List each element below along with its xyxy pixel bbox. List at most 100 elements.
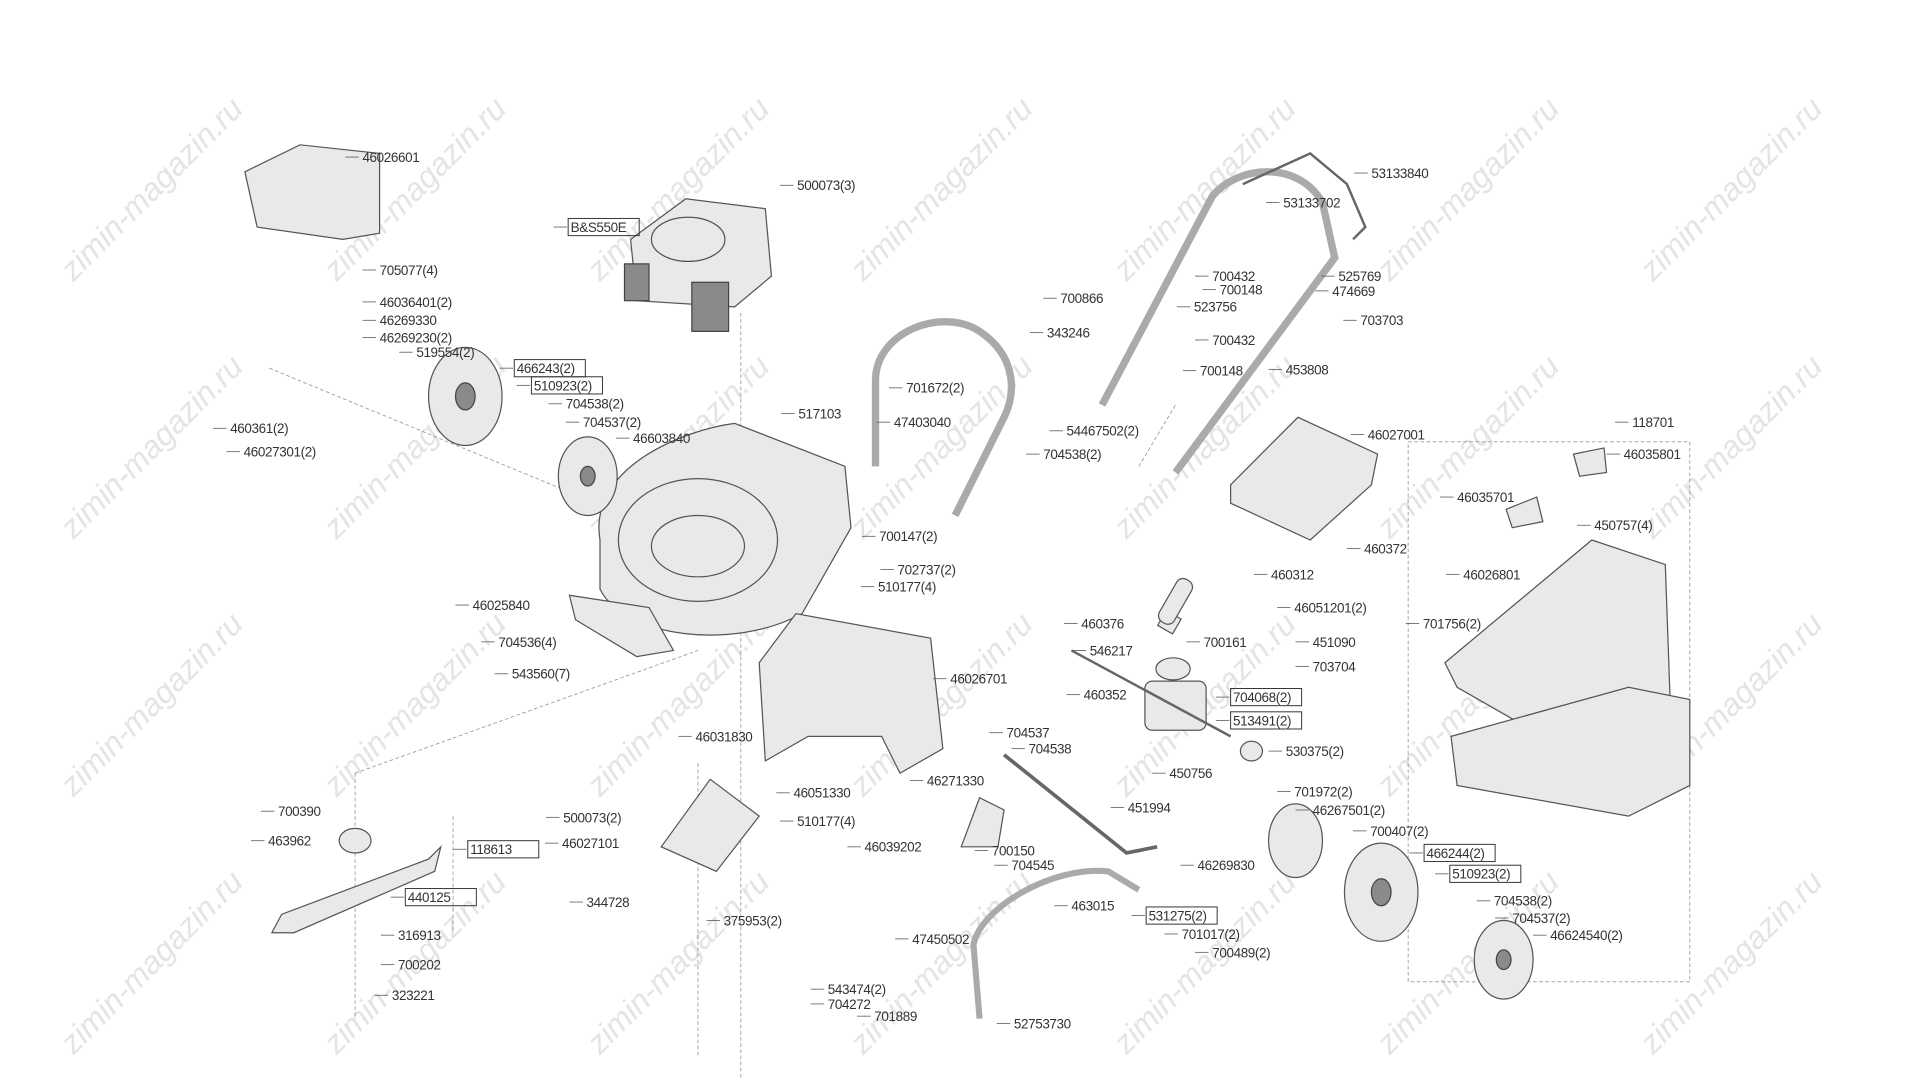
- part-number-label: 450756: [1169, 766, 1212, 781]
- part-number-label: 450757(4): [1594, 518, 1652, 533]
- part-number-label: 460352: [1084, 688, 1127, 703]
- part-number-label: 453808: [1286, 362, 1329, 377]
- watermark-text: zimin-magazin.ru: [842, 90, 1040, 288]
- deflector-46027101: [660, 778, 761, 873]
- part-number-label: 460312: [1271, 567, 1314, 582]
- part-number-label: 451090: [1313, 635, 1356, 650]
- part-number-label: 510923(2): [1452, 867, 1510, 882]
- part-number-label: 46051330: [793, 786, 850, 801]
- watermark-text: zimin-magazin.ru: [579, 863, 777, 1061]
- part-number-label: 54467502(2): [1067, 424, 1139, 439]
- part-number-label: 701889: [874, 1009, 917, 1024]
- part-number-label: 704068(2): [1233, 690, 1291, 705]
- part-number-label: 375953(2): [724, 913, 782, 928]
- part-number-label: 46269330: [380, 313, 437, 328]
- part-number-label: 53133840: [1371, 166, 1428, 181]
- watermark-text: zimin-magazin.ru: [52, 863, 250, 1061]
- rear-wheel-466244: [1343, 842, 1419, 942]
- watermark-text: zimin-magazin.ru: [1369, 90, 1567, 288]
- watermark-text: zimin-magazin.ru: [1632, 90, 1830, 288]
- drive-belt-460376: [1157, 577, 1194, 625]
- part-number-label: 700148: [1200, 364, 1243, 379]
- part-labels: 46026601 500073(3) B&S550E 53133840 53133702…: [213, 150, 1681, 1031]
- part-number-label: 704538: [1029, 742, 1072, 757]
- part-number-label: 700432: [1212, 269, 1255, 284]
- part-number-label: 46026801: [1463, 567, 1520, 582]
- grass-chute-46026701: [758, 612, 944, 775]
- front-wheel-466243: [427, 346, 503, 447]
- part-number-label: 46269230(2): [380, 330, 452, 345]
- label-frame: [530, 376, 603, 395]
- part-number-label: 46269830: [1198, 858, 1255, 873]
- mower-deck-46025840: [568, 422, 852, 658]
- part-number-label: 704272: [828, 997, 871, 1012]
- label-frame: [567, 217, 640, 237]
- part-number-label: 700161: [1204, 635, 1247, 650]
- part-number-label: 46603840: [633, 431, 690, 446]
- part-number-label: 704545: [1011, 858, 1054, 873]
- part-number-label: 703704: [1313, 659, 1357, 674]
- part-number-label: 704537(2): [1512, 911, 1570, 926]
- watermark-text: zimin-magazin.ru: [1632, 863, 1830, 1061]
- label-frame: [404, 888, 477, 907]
- part-number-label: 52753730: [1014, 1016, 1071, 1031]
- part-number-label: 510177(4): [878, 580, 936, 595]
- part-number-label: 466244(2): [1427, 846, 1485, 861]
- part-number-label: 46026601: [362, 150, 419, 165]
- part-number-label: 46039202: [864, 840, 921, 855]
- part-number-label: 530375(2): [1286, 744, 1344, 759]
- part-number-label: 701972(2): [1294, 784, 1352, 799]
- part-number-label: 703703: [1360, 313, 1403, 328]
- part-number-label: 46624540(2): [1550, 928, 1622, 943]
- part-number-label: 460376: [1081, 616, 1124, 631]
- part-number-label: 46026701: [950, 672, 1007, 687]
- watermark-text: zimin-magazin.ru: [52, 605, 250, 803]
- part-number-label: 700866: [1060, 291, 1103, 306]
- part-number-label: 513491(2): [1233, 713, 1291, 728]
- part-number-label: 543474(2): [828, 982, 886, 997]
- part-number-label: 704537: [1007, 726, 1050, 741]
- part-number-label: 523756: [1194, 300, 1237, 315]
- part-number-label: 316913: [398, 928, 441, 943]
- part-number-label: 701672(2): [906, 381, 964, 396]
- grass-box-46026801: [1444, 447, 1691, 817]
- part-number-label: 463962: [268, 834, 311, 849]
- part-number-label: 46027301(2): [244, 445, 316, 460]
- wheel-bracket-46267501: [1267, 803, 1324, 879]
- part-number-label: 704536(4): [498, 635, 556, 650]
- part-number-label: 46051201(2): [1294, 600, 1366, 615]
- lever-46039202: [960, 796, 1005, 848]
- label-frame: [1423, 843, 1496, 863]
- part-number-label: 510923(2): [534, 378, 592, 393]
- part-number-label: 343246: [1047, 325, 1090, 340]
- part-number-label: 700147(2): [879, 529, 937, 544]
- part-number-label: 701756(2): [1423, 616, 1481, 631]
- part-number-label: 440125: [408, 890, 451, 905]
- part-number-label: 704538(2): [566, 397, 624, 412]
- part-number-label: 53133702: [1283, 195, 1340, 210]
- part-number-label: 46025840: [473, 598, 530, 613]
- upper-handle-453808: [1098, 151, 1367, 475]
- watermark-text: zimin-magazin.ru: [1105, 90, 1303, 288]
- rear-flap-46026601: [244, 144, 381, 240]
- part-number-label: 323221: [392, 988, 435, 1003]
- part-number-label: 47403040: [894, 415, 951, 430]
- part-number-label: 519554(2): [416, 345, 474, 360]
- part-number-label: 704538(2): [1494, 894, 1552, 909]
- part-number-label: 704537(2): [583, 415, 641, 430]
- watermark-text: zimin-magazin.ru: [1105, 863, 1303, 1061]
- part-number-label: 46027001: [1368, 427, 1425, 442]
- label-frame: [1449, 864, 1522, 883]
- rear-flap-46027001: [1230, 416, 1379, 541]
- part-number-label: 463015: [1071, 899, 1114, 914]
- part-number-label: 517103: [798, 406, 841, 421]
- part-number-label: 705077(4): [380, 263, 438, 278]
- part-number-label: 118613: [470, 842, 512, 857]
- part-number-label: B&S550E: [571, 220, 627, 235]
- watermark-text: zimin-magazin.ru: [52, 90, 250, 288]
- part-number-label: 700407(2): [1370, 824, 1428, 839]
- watermark-text: zimin-magazin.ru: [316, 605, 514, 803]
- part-number-label: 460361(2): [230, 421, 288, 436]
- part-number-label: 500073(3): [797, 178, 855, 193]
